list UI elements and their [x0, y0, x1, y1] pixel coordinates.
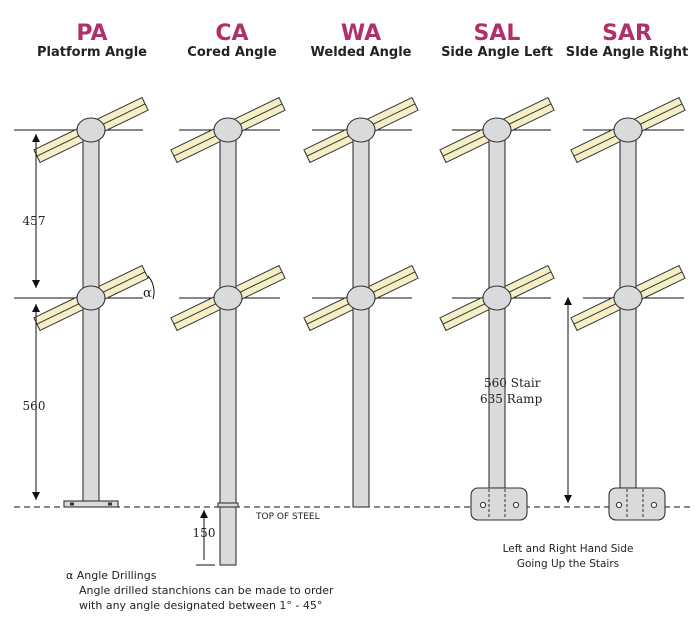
rail-pa-mid-right-centerline: [99, 271, 146, 295]
ball-joint-ca-top: [213, 117, 243, 143]
bolt-hole-pa-right: [108, 502, 112, 506]
rail-pa-top-left-centerline: [36, 133, 83, 157]
rail-sal-mid-left-centerline: [442, 301, 489, 325]
rail-wa-top-right-centerline: [369, 103, 416, 127]
rail-ca-mid-left-centerline: [173, 301, 220, 325]
post-code-sar: SAR: [602, 21, 652, 46]
bolt-hole-pa-left: [70, 502, 74, 506]
rail-sar-top-right-centerline: [636, 103, 683, 127]
rail-wa-mid-right-centerline: [369, 271, 416, 295]
post-code-pa: PA: [76, 21, 107, 46]
post-name-wa: Welded Angle: [311, 45, 412, 60]
rail-wa-mid-left-centerline: [306, 301, 353, 325]
side-bracket-sar: [608, 487, 666, 521]
footnote-line2: with any angle designated between 1° - 4…: [79, 599, 322, 612]
rail-sar-mid-right-centerline: [636, 271, 683, 295]
dimensions: 457 560 150 560 Stair 635 Ramp α: [23, 134, 572, 566]
dim-below-steel-label: 150: [193, 526, 216, 540]
dim-ramp-label: 635 Ramp: [480, 392, 543, 406]
dim-upper-label: 457: [23, 214, 46, 228]
handrails: [33, 96, 686, 332]
post-wa: [352, 129, 370, 508]
ball-joint-sar-mid: [613, 285, 643, 311]
footnote-title: α Angle Drillings: [66, 569, 157, 582]
post-name-sal: Side Angle Left: [441, 45, 553, 60]
bracket-hole-sar-left: [615, 501, 623, 509]
ball-joint-ca-mid: [213, 285, 243, 311]
base-plate-pa: [63, 500, 119, 508]
side-note-line2: Going Up the Stairs: [517, 558, 619, 570]
post-name-ca: Cored Angle: [187, 45, 277, 60]
rail-ca-top-left-centerline: [173, 133, 220, 157]
ball-joint-pa-top: [76, 117, 106, 143]
side-bracket-sal: [470, 487, 528, 521]
ball-joint-sal-mid: [482, 285, 512, 311]
post-code-sal: SAL: [474, 21, 521, 46]
post-name-sar: SIde Angle Right: [566, 45, 689, 60]
ball-joint-sal-top: [482, 117, 512, 143]
bracket-hole-sar-right: [650, 501, 658, 509]
bracket-hole-sal-left: [479, 501, 487, 509]
footnote-line1: Angle drilled stanchions can be made to …: [79, 584, 334, 597]
alpha-arc: [147, 275, 155, 300]
ball-joint-sar-top: [613, 117, 643, 143]
rail-sal-top-left-centerline: [442, 133, 489, 157]
ball-joint-wa-mid: [346, 285, 376, 311]
rail-sal-mid-right-centerline: [505, 271, 552, 295]
post-headers: PA Platform Angle CA Cored Angle WA Weld…: [37, 21, 688, 60]
core-ring-ca: [217, 502, 239, 508]
rail-ca-mid-right-centerline: [236, 271, 283, 295]
post-code-wa: WA: [341, 21, 381, 46]
alpha-label: α: [143, 286, 152, 301]
rail-pa-mid-left-centerline: [36, 301, 83, 325]
ball-joints: [76, 117, 643, 311]
post-code-ca: CA: [215, 21, 248, 46]
post-ca: [219, 129, 237, 566]
bracket-hole-sal-right: [512, 501, 520, 509]
rail-ca-top-right-centerline: [236, 103, 283, 127]
rail-sar-top-left-centerline: [573, 133, 620, 157]
ball-joint-wa-top: [346, 117, 376, 143]
posts: [63, 129, 666, 566]
dim-stair-label: 560 Stair: [484, 376, 541, 390]
ball-joint-pa-mid: [76, 285, 106, 311]
rail-wa-top-left-centerline: [306, 133, 353, 157]
post-name-pa: Platform Angle: [37, 45, 147, 60]
rail-sar-mid-left-centerline: [573, 301, 620, 325]
dim-lower-label: 560: [23, 399, 46, 413]
side-note-line1: Left and Right Hand Side: [503, 543, 634, 555]
rail-sal-top-right-centerline: [505, 103, 552, 127]
top-of-steel-label: TOP OF STEEL: [255, 512, 320, 522]
rail-pa-top-right-centerline: [99, 103, 146, 127]
post-pa: [82, 129, 100, 505]
